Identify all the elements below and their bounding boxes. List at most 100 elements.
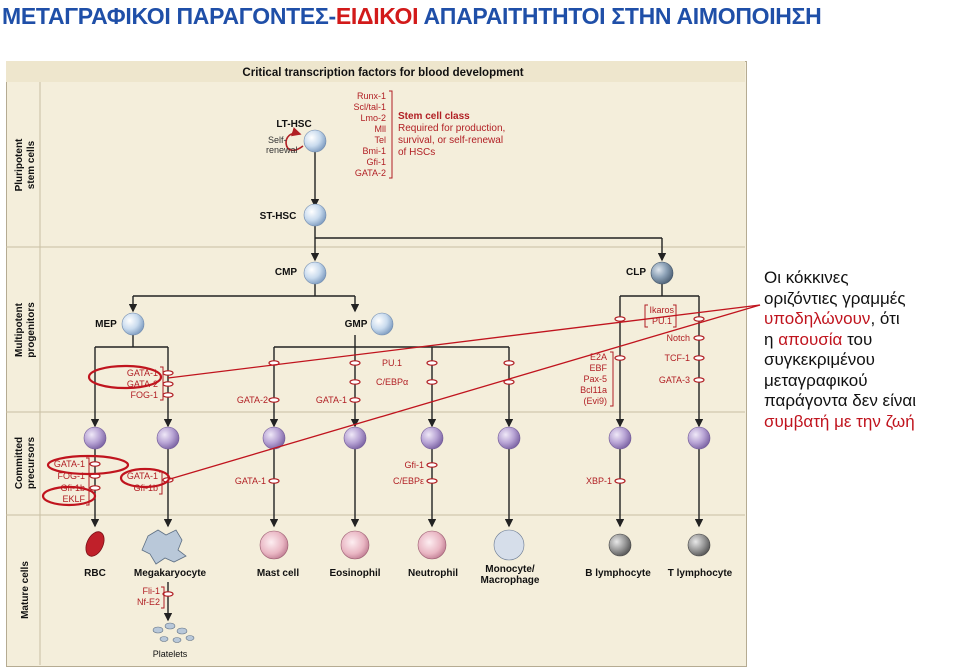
xbp-label: XBP-1 [586,476,612,486]
t-factor-tcf1: TCF-1 [665,353,691,363]
st-hsc-label: ST-HSC [260,211,297,222]
platelets-label: Platelets [153,649,188,659]
stage-label-multipotent-2: progenitors [26,302,37,358]
note-word-indicate: υποδηλώνουν [764,309,871,328]
gmp-factor-cebpa: C/EBPα [376,377,408,387]
highlight-rbc-gata1 [46,454,130,476]
note-line-4-post: του [842,329,873,349]
stem-factor-4: Mll [375,124,387,134]
eosinophil-cell [340,530,370,560]
rbc-cell [85,531,105,557]
self-renewal-arrow [285,127,304,152]
mature-label-monocyte-1: Monocyte/ [485,564,535,575]
cmp-label: CMP [275,267,298,278]
mature-label-megakaryocyte: Megakaryocyte [134,568,207,579]
stage-label-committed-2: precursors [26,436,37,489]
stem-factor-3: Lmo-2 [360,113,386,123]
note-line-3: υποδηλώνουν, ότι [764,309,956,330]
pointer-line-2 [169,304,761,480]
stem-factor-1: Runx-1 [357,91,386,101]
stem-factor-5: Tel [374,135,386,145]
platelet-factor-2: Nf-E2 [137,597,160,607]
lt-hsc-label: LT-HSC [276,119,311,130]
monocyte-cell [493,529,525,561]
neutrophil-cell [417,530,447,560]
mep-factor-3: FOG-1 [130,390,158,400]
note-line-4-pre: η [764,329,779,349]
eos-precursor-cell [343,426,367,450]
neutro-factor-2: C/EBPε [393,476,424,486]
stage-label-multipotent-1: Multipotent [14,302,25,357]
highlight-eklf [41,485,97,507]
mep-cell [121,312,145,336]
title-part-1: ΜΕΤΑΓΡΑΦΙΚΟΙ ΠΑΡΑΓΟΝΤΕΣ- [2,3,336,29]
highlight-mk-gata1 [119,467,171,489]
stem-factor-8: GATA-2 [355,168,386,178]
mast-factor: GATA-1 [235,476,266,486]
self-renewal-label-1: Self- [268,135,287,145]
self-renewal-label-2: renewal [266,145,298,155]
mature-label-monocyte-2: Macrophage [481,575,540,586]
mono-precursor-cell [497,426,521,450]
b-lymphocyte-cell [608,533,632,557]
highlight-mep-gata1 [87,364,163,390]
b-precursor-cell [608,426,632,450]
slide-title: ΜΕΤΑΓΡΑΦΙΚΟΙ ΠΑΡΑΓΟΝΤΕΣ-ΕΙΔΙΚΟΙ ΑΠΑΡΑΙΤΗ… [2,3,822,30]
mep-label: MEP [95,319,117,330]
platelets-cluster [152,622,195,643]
lt-hsc-cell [303,129,327,153]
b-factor-3: Pax-5 [583,374,607,384]
t-lymphocyte-cell [687,533,711,557]
figure-panel [6,61,747,667]
gata1-mid-label: GATA-1 [316,395,347,405]
mature-label-mast: Mast cell [257,568,299,579]
mep-factor-1: GATA-1 [127,368,158,378]
notch-label: Notch [666,333,690,343]
mk-precursor-cell [156,426,180,450]
gmp-label: GMP [345,319,368,330]
stem-class-line-1: Required for production, [398,123,505,134]
mature-label-rbc: RBC [84,568,106,579]
gata2-mid-label: GATA-2 [237,395,268,405]
note-line-3-rest: , ότι [870,309,900,328]
stem-class-line-3: of HSCs [398,147,435,158]
cmp-cell [303,261,327,285]
rbc-factor-2: FOG-1 [57,471,85,481]
mature-label-eosinophil: Eosinophil [329,568,380,579]
stage-label-pluripotent-2: stem cells [26,140,37,189]
neutro-factor-1: Gfi-1 [404,460,424,470]
note-line-6: μεταγραφικού [764,370,868,390]
stage-label-committed-1: Committed [14,437,25,489]
title-highlight: ΕΙΔΙΚΟΙ [335,3,419,29]
st-hsc-cell [303,203,327,227]
gmp-factor-pu1: PU.1 [382,358,402,368]
clp-label: CLP [626,267,646,278]
mast-cell [259,530,289,560]
clp-factor-ikaros: Ikaros [649,305,674,315]
mature-label-b: B lymphocyte [585,568,651,579]
note-line-7: παράγοντα δεν είναι [764,391,917,410]
gmp-cell [370,312,394,336]
megakaryocyte-cell [141,529,187,565]
note-line-4: η απουσία του [764,330,956,351]
clp-factor-pu1: PU.1 [652,316,672,326]
t-factor-gata3: GATA-3 [659,375,690,385]
annotation-note: Οι κόκκινες οριζόντιες γραμμές υποδηλώνο… [764,268,956,432]
clp-cell [650,261,674,285]
stem-factor-2: Scl/tal-1 [353,102,386,112]
b-factor-1: E2A [590,352,607,362]
stem-factor-6: Bmi-1 [362,146,386,156]
stem-class-line-2: survival, or self-renewal [398,135,503,146]
rbc-precursor-cell [83,426,107,450]
title-part-2: ΑΠΑΡΑΙΤΗΤΗΤΟΙ ΣΤΗΝ ΑΙΜΟΠΟΙΗΣΗ [418,3,822,29]
b-factor-2: EBF [589,363,607,373]
platelet-factor-1: Fli-1 [143,586,161,596]
note-line-1: Οι κόκκινες [764,268,849,287]
note-word-absence: απουσία [778,329,843,349]
note-line-5: συγκεκριμένου [764,350,875,369]
mk-factor-1: GATA-1 [127,471,158,481]
stem-factor-7: Gfi-1 [366,157,386,167]
mature-label-neutrophil: Neutrophil [408,568,458,579]
mature-label-t: T lymphocyte [668,568,733,579]
